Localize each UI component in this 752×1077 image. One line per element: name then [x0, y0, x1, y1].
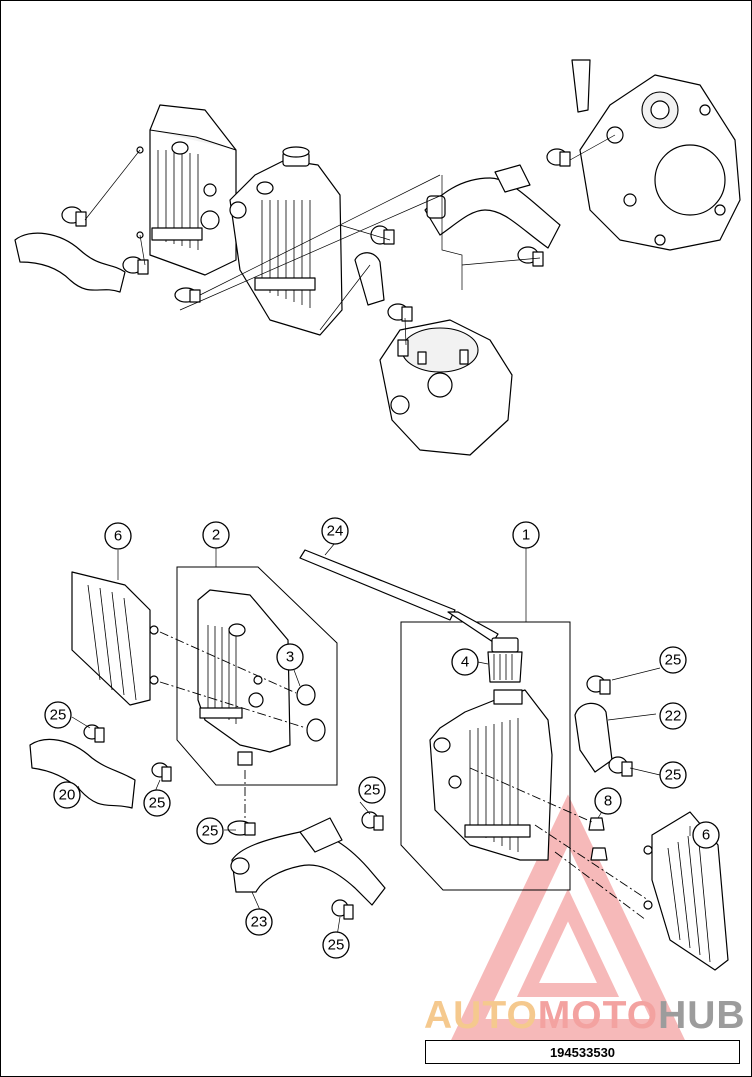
- engine-cover: [571, 59, 741, 251]
- callout-6-right: 6: [692, 821, 720, 849]
- svg-text:1: 1: [522, 527, 530, 544]
- callout-24: 24: [321, 517, 349, 545]
- callout-1: 1: [512, 521, 540, 549]
- callout-25-d: 25: [143, 789, 171, 817]
- top-assembly: [14, 59, 741, 456]
- svg-text:6: 6: [702, 827, 710, 844]
- top-right-radiator: [229, 146, 343, 336]
- svg-text:25: 25: [665, 652, 682, 669]
- overflow-hose: [299, 549, 456, 621]
- diagram-number: 194533530: [549, 1044, 616, 1060]
- callout-25-a: 25: [659, 646, 687, 674]
- svg-text:3: 3: [286, 649, 294, 666]
- callout-2: 2: [202, 521, 230, 549]
- callout-20: 20: [53, 781, 81, 809]
- cylinder-head: [379, 319, 513, 456]
- svg-text:22: 22: [665, 708, 682, 725]
- watermark-logo-text: AUTOMOTOHUB: [424, 994, 746, 1037]
- svg-text:23: 23: [251, 914, 268, 931]
- svg-text:2: 2: [212, 527, 220, 544]
- right-radiator-shroud: [643, 811, 729, 971]
- svg-text:25: 25: [364, 782, 381, 799]
- part-1-group-outline: [400, 621, 571, 891]
- screw-upper: [588, 817, 605, 831]
- callout-8: 8: [594, 787, 622, 815]
- hose-clamps: [83, 675, 633, 920]
- top-clamps: [61, 148, 571, 322]
- watermark-triangle: [450, 794, 686, 1041]
- part-2-group-outline: [176, 566, 338, 786]
- svg-text:25: 25: [50, 707, 67, 724]
- callout-22: 22: [659, 702, 687, 730]
- svg-text:20: 20: [59, 787, 76, 804]
- svg-text:25: 25: [202, 823, 219, 840]
- left-radiator-shroud: [71, 571, 159, 706]
- callout-25-e: 25: [196, 817, 224, 845]
- svg-text:25: 25: [149, 795, 166, 812]
- hose-20: [29, 738, 136, 809]
- diagram-number-box: 194533530: [425, 1040, 740, 1064]
- callout-25-f: 25: [358, 776, 386, 804]
- radiator-cap: [487, 637, 523, 683]
- svg-text:6: 6: [114, 528, 122, 545]
- top-hose-right: [424, 177, 561, 249]
- grommet-lower: [306, 718, 326, 742]
- hose-22: [574, 702, 613, 773]
- right-radiator: [429, 689, 553, 861]
- callout-4: 4: [451, 648, 479, 676]
- callout-25-b: 25: [659, 761, 687, 789]
- bottom-assembly: 6 2 24 1 3 4 25 22 25 8 6 25 20 25 25 25…: [29, 517, 729, 971]
- top-left-radiator: [136, 104, 237, 276]
- svg-text:25: 25: [328, 937, 345, 954]
- top-hose-left: [14, 232, 126, 293]
- svg-text:24: 24: [327, 523, 344, 540]
- callout-6-left: 6: [104, 522, 132, 550]
- screw-lower: [590, 847, 608, 861]
- grommet-upper: [296, 684, 316, 706]
- callout-3: 3: [276, 643, 304, 671]
- svg-text:4: 4: [461, 654, 469, 671]
- callout-23: 23: [245, 908, 273, 936]
- top-hose-mid: [354, 252, 385, 306]
- left-radiator: [197, 589, 291, 766]
- svg-text:25: 25: [665, 767, 682, 784]
- svg-text:8: 8: [604, 793, 612, 810]
- hose-23: [231, 830, 386, 906]
- callout-25-g: 25: [322, 931, 350, 959]
- callout-25-c: 25: [44, 701, 72, 729]
